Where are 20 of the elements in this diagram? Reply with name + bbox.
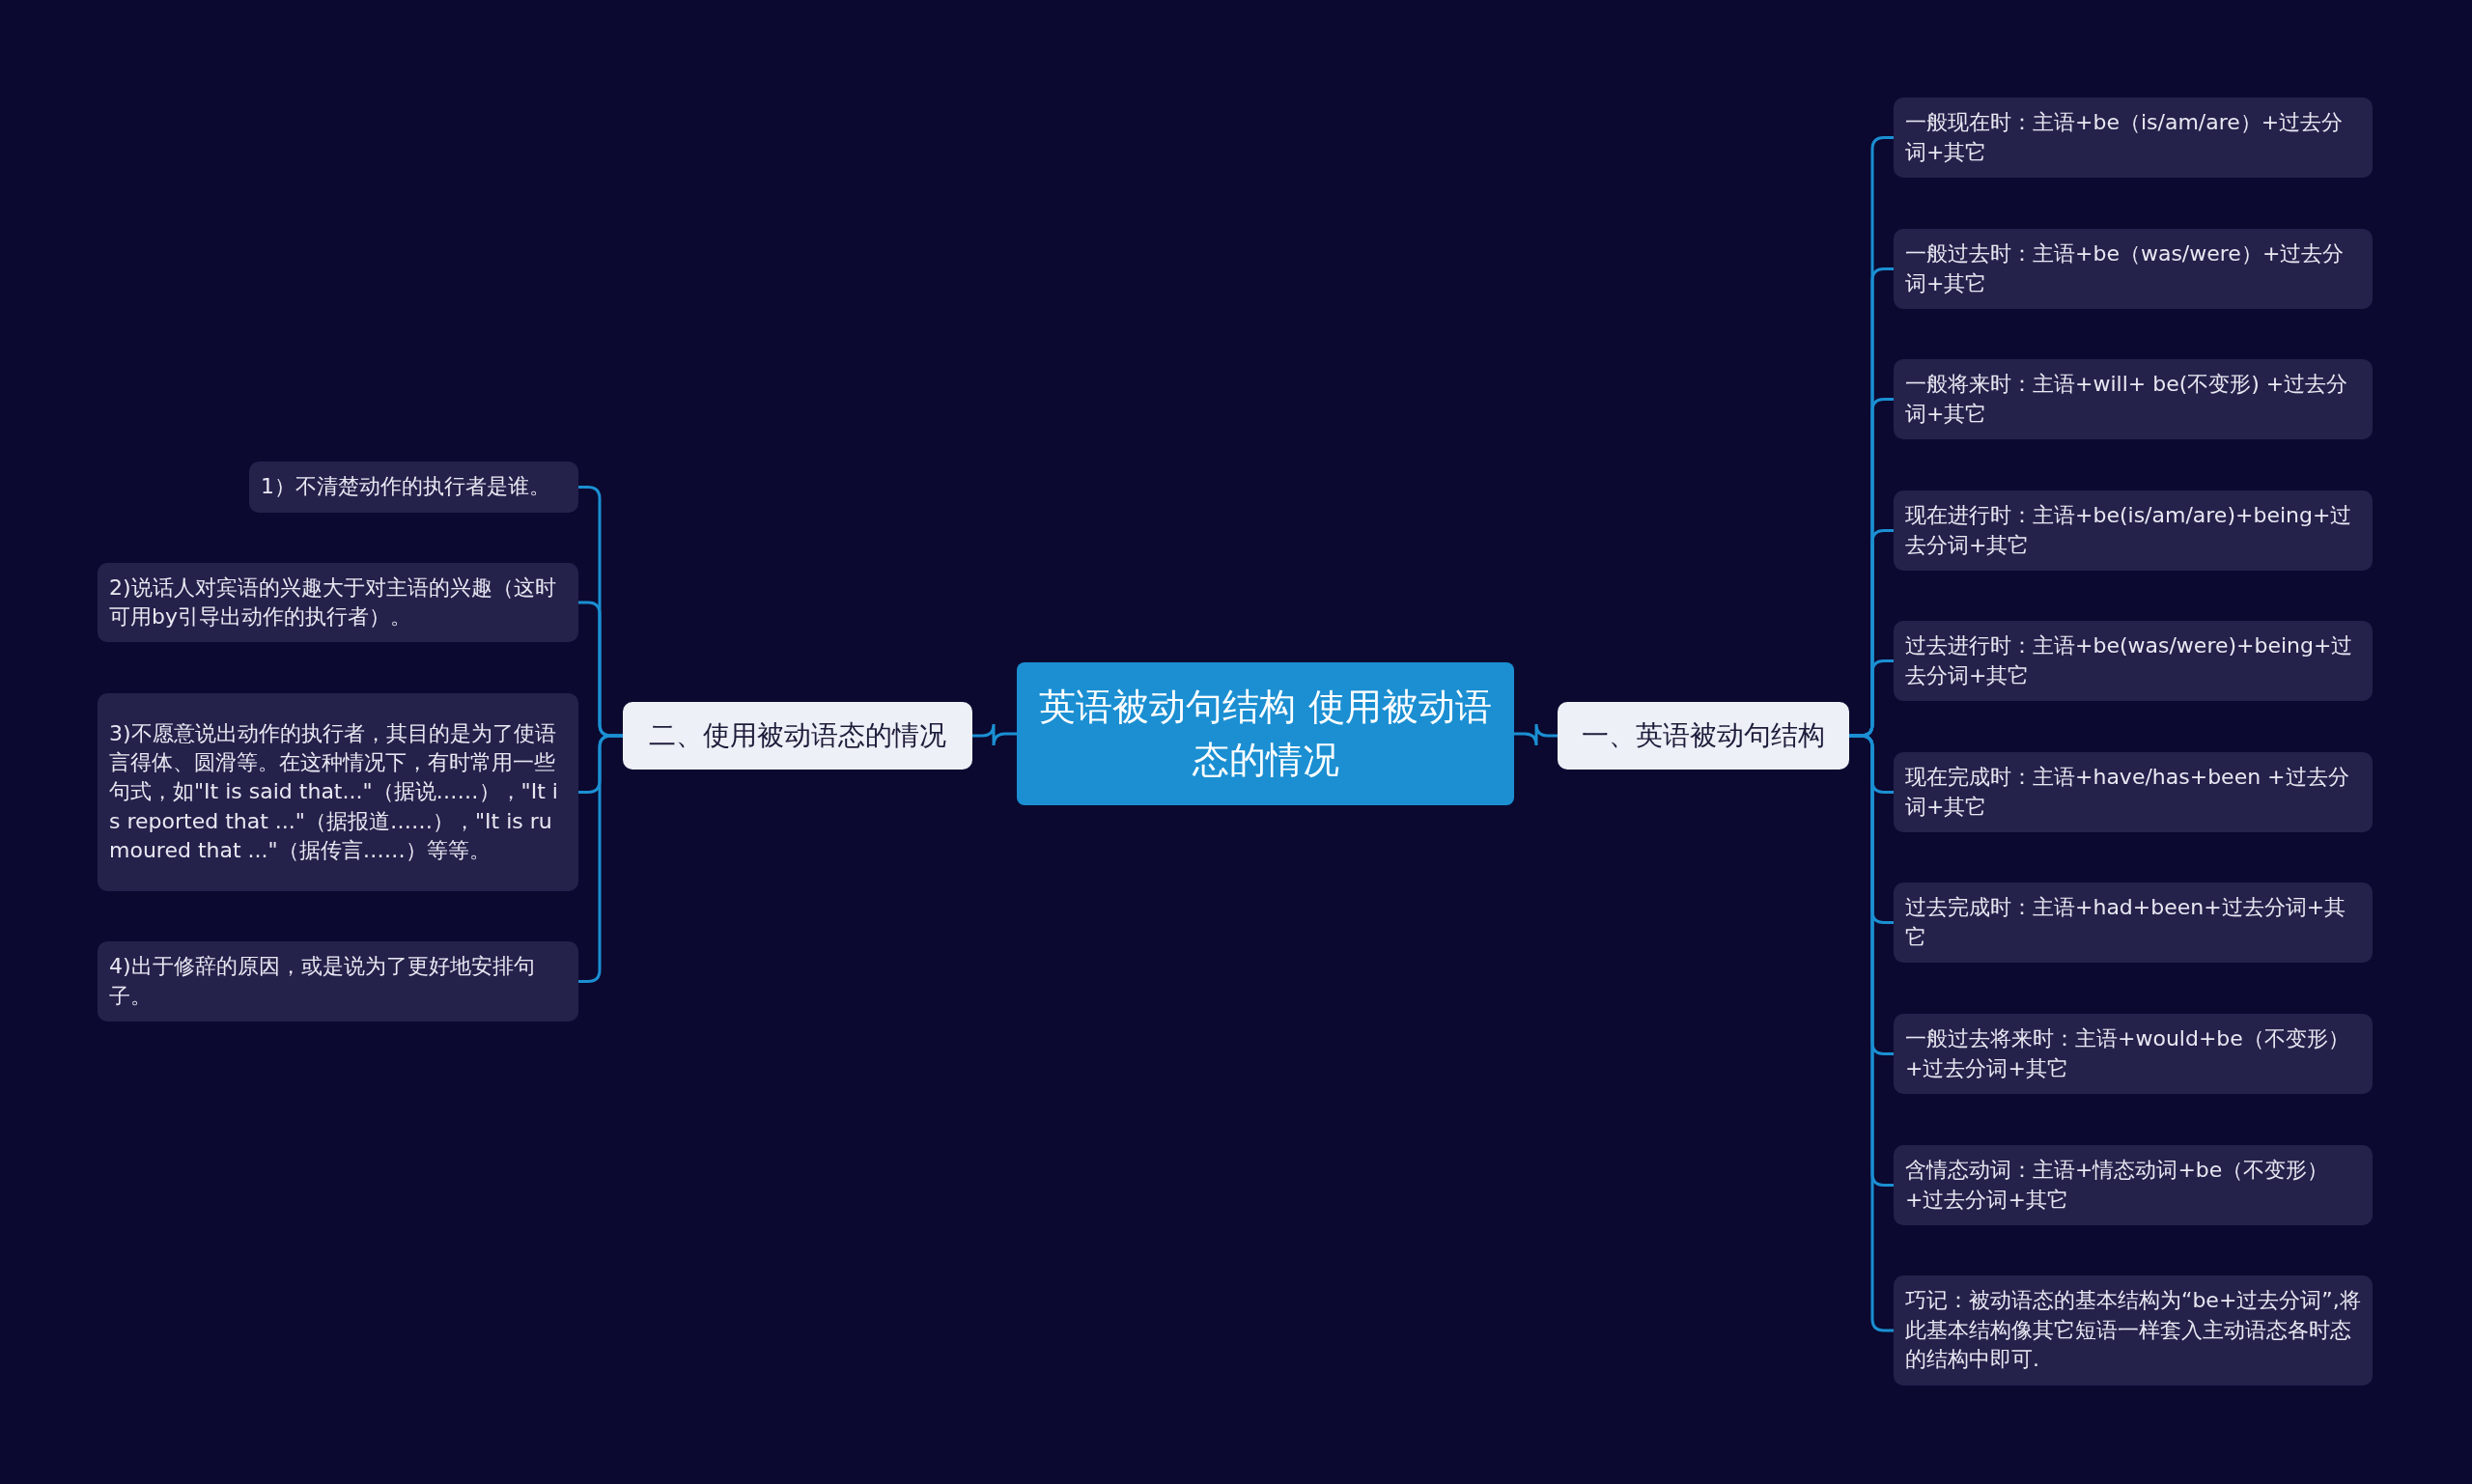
leaf-topic: 含情态动词：主语+情态动词+be（不变形）+过去分词+其它	[1894, 1145, 2373, 1225]
leaf-topic: 过去进行时：主语+be(was/were)+being+过去分词+其它	[1894, 621, 2373, 701]
leaf-topic: 3)不愿意说出动作的执行者，其目的是为了使语言得体、圆滑等。在这种情况下，有时常用一些句式，如"It is said that..."（据说……），"It is reported that ..."（据报道……），"It is rumoured that ..."（据传言……）等等。	[98, 693, 578, 891]
leaf-topic: 现在完成时：主语+have/has+been +过去分词+其它	[1894, 752, 2373, 832]
leaf-topic: 一般现在时：主语+be（is/am/are）+过去分词+其它	[1894, 98, 2373, 178]
connector-line	[578, 734, 623, 983]
leaf-topic: 巧记：被动语态的基本结构为“be+过去分词”,将此基本结构像其它短语一样套入主动语态各时态的结构中即可.	[1894, 1275, 2373, 1386]
leaf-topic: 1）不清楚动作的执行者是谁。	[249, 462, 578, 513]
leaf-topic: 2)说话人对宾语的兴趣大于对主语的兴趣（这时可用by引导出动作的执行者）。	[98, 563, 578, 642]
leaf-topic: 一般将来时：主语+will+ be(不变形) +过去分词+其它	[1894, 359, 2373, 439]
leaf-topic: 过去完成时：主语+had+been+过去分词+其它	[1894, 882, 2373, 963]
central-topic: 英语被动句结构 使用被动语态的情况	[1017, 662, 1514, 805]
leaf-topic: 一般过去时：主语+be（was/were）+过去分词+其它	[1894, 229, 2373, 309]
connector-line	[1514, 722, 1558, 747]
connector-line	[972, 722, 1017, 747]
branch-topic: 一、英语被动句结构	[1558, 702, 1849, 770]
branch-topic: 二、使用被动语态的情况	[623, 702, 972, 770]
leaf-topic: 4)出于修辞的原因，或是说为了更好地安排句子。	[98, 941, 578, 1022]
leaf-topic: 现在进行时：主语+be(is/am/are)+being+过去分词+其它	[1894, 490, 2373, 571]
leaf-topic: 一般过去将来时：主语+would+be（不变形）+过去分词+其它	[1894, 1014, 2373, 1094]
